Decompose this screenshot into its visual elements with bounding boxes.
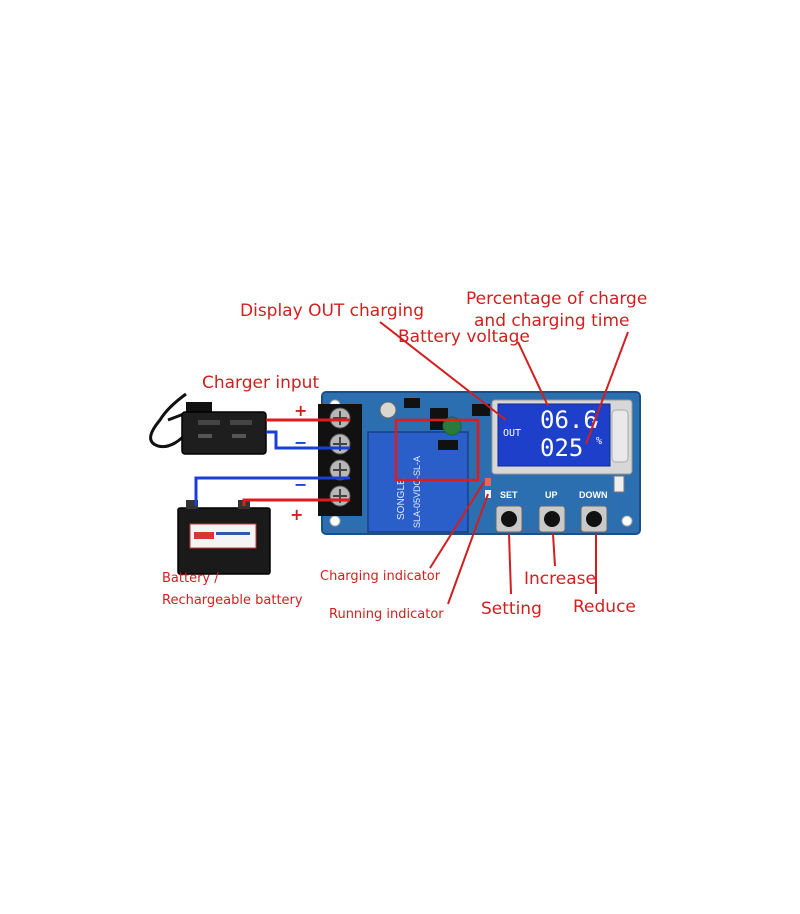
battery-label-stripe — [194, 532, 214, 539]
up-button[interactable] — [538, 505, 566, 533]
callout-lines — [379, 321, 629, 605]
lcd-side — [611, 409, 629, 463]
callout-increase — [552, 533, 556, 567]
lcd-voltage-unit: V — [592, 420, 598, 431]
mount-hole — [329, 515, 341, 527]
wires — [194, 418, 350, 506]
mount-hole — [621, 515, 633, 527]
label-charging-indicator: Charging indicator — [320, 569, 441, 584]
down-label: DOWN — [579, 490, 608, 500]
lcd-voltage: 06.6 — [540, 406, 598, 434]
label-charger-input: Charger input — [202, 373, 319, 393]
charger-vent — [198, 420, 220, 425]
label-battery-line2: Rechargeable battery — [162, 593, 303, 608]
plus-sign-bottom: + — [290, 505, 303, 524]
callout-setting — [508, 533, 512, 595]
charger-vent — [230, 420, 252, 425]
label-reduce: Reduce — [573, 597, 636, 617]
lcd-percent-unit: % — [596, 436, 602, 447]
capacitor — [379, 401, 397, 419]
charger-cable — [149, 392, 188, 449]
set-button[interactable] — [495, 505, 523, 533]
charger-negative-wire — [266, 430, 350, 450]
label-setting: Setting — [481, 599, 542, 619]
charger-adapter — [149, 392, 267, 455]
lcd-out: OUT — [503, 428, 521, 439]
battery — [177, 500, 271, 575]
battery-terminal — [186, 500, 198, 509]
set-label: SET — [500, 490, 518, 500]
plus-sign-top: + — [294, 401, 307, 420]
charging-led — [485, 478, 491, 486]
callout-charging-indicator — [429, 481, 485, 569]
label-percentage-line2: and charging time — [474, 311, 630, 331]
chip — [472, 404, 490, 416]
charger-vent — [232, 434, 246, 438]
label-battery-line1: Battery / — [162, 571, 219, 586]
circuit-board: SONGLE SLA-05VDC-SL-A OUT 06.6 V 025 % S… — [318, 391, 641, 535]
label-battery-voltage: Battery voltage — [398, 327, 530, 347]
callout-percentage — [585, 331, 629, 445]
label-display-out: Display OUT charging — [240, 301, 424, 321]
callout-running-indicator — [447, 493, 489, 605]
minus-sign-bottom: − — [294, 475, 307, 494]
battery-positive-wire — [242, 498, 350, 506]
label-increase: Increase — [524, 569, 596, 589]
chip — [404, 398, 420, 408]
down-button[interactable] — [580, 505, 608, 533]
header-pins — [613, 475, 625, 493]
up-label: UP — [545, 490, 558, 500]
capacitor — [442, 416, 462, 436]
label-running-indicator: Running indicator — [329, 607, 444, 622]
relay-model: SLA-05VDC-SL-A — [412, 456, 422, 528]
chip — [438, 440, 458, 450]
charger-vent — [198, 434, 212, 438]
battery-label-stripe — [216, 532, 250, 535]
callout-display-out — [379, 321, 507, 421]
relay-brand: SONGLE — [396, 478, 407, 520]
lcd-percent: 025 — [540, 434, 583, 462]
lcd-screen — [497, 403, 611, 467]
charger-body — [181, 411, 267, 455]
relay-highlight — [394, 418, 480, 482]
battery-negative-wire — [194, 476, 350, 506]
label-percentage-line1: Percentage of charge — [466, 289, 647, 309]
minus-sign-top: − — [294, 433, 307, 452]
callout-battery-voltage — [517, 341, 549, 407]
